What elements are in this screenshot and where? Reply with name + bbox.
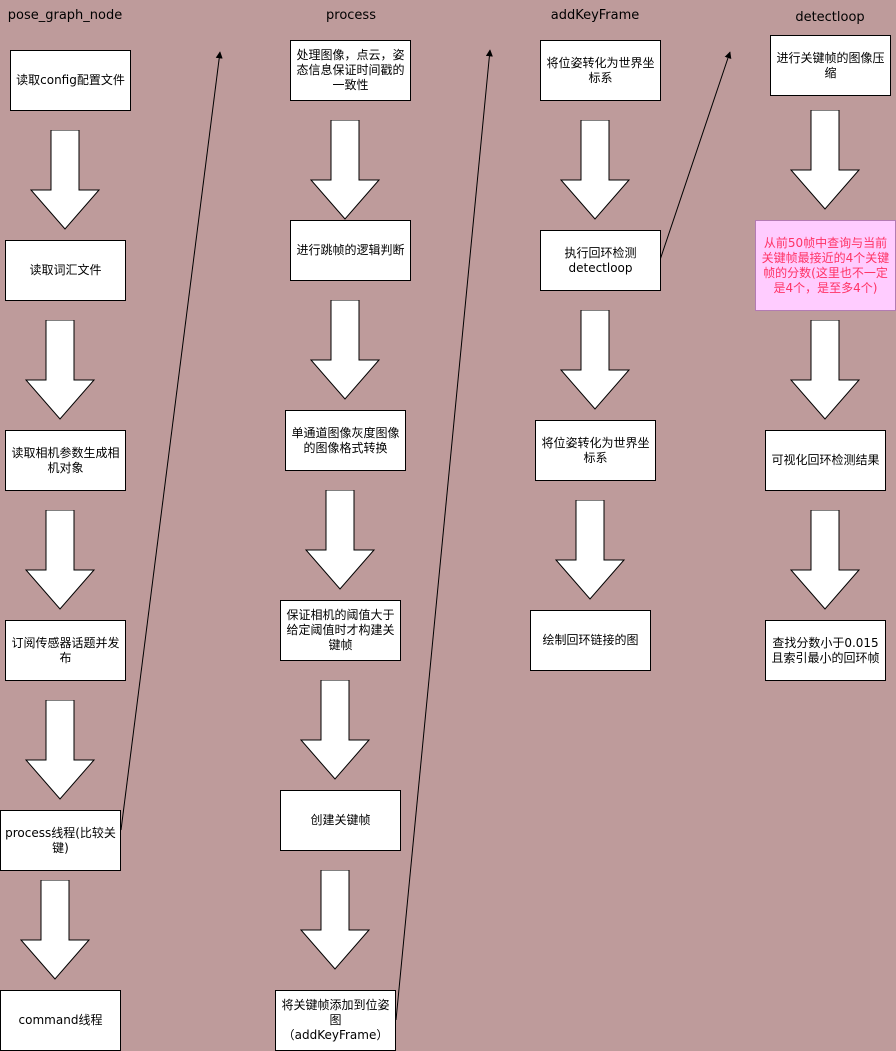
node-pose-to-world-2: 将位姿转化为世界坐标系 xyxy=(535,420,656,481)
node-command-thread: command线程 xyxy=(0,990,121,1051)
down-arrow-icon xyxy=(24,510,96,610)
node-threshold-keyframe: 保证相机的阈值大于给定阈值时才构建关键帧 xyxy=(280,600,401,661)
node-subscribe-topics: 订阅传感器话题并发布 xyxy=(5,620,126,681)
node-compress-images: 进行关键帧的图像压缩 xyxy=(770,35,891,96)
connector-detect-to-detectloop-column xyxy=(659,51,732,261)
down-arrow-icon xyxy=(559,120,631,220)
node-draw-loop: 绘制回环链接的图 xyxy=(530,610,651,671)
node-run-loop-detect: 执行回环检测detectloop xyxy=(540,230,661,291)
node-process-sync: 处理图像，点云，姿态信息保证时间戳的一致性 xyxy=(290,40,411,101)
node-create-keyframe: 创建关键帧 xyxy=(280,790,401,851)
down-arrow-icon xyxy=(299,870,371,970)
column-title-pose-graph-node: pose_graph_node xyxy=(7,8,123,23)
column-title-detectloop: detectloop xyxy=(795,10,865,25)
down-arrow-icon xyxy=(554,500,626,600)
node-query-scores: 从前50帧中查询与当前关键帧最接近的4个关键帧的分数(这里也不一定是4个，是至多… xyxy=(755,220,896,311)
node-process-thread: process线程(比较关键) xyxy=(0,810,121,871)
down-arrow-icon xyxy=(789,320,861,420)
down-arrow-icon xyxy=(309,120,381,220)
node-skip-frame-logic: 进行跳帧的逻辑判断 xyxy=(290,220,411,281)
node-visualize-loop: 可视化回环检测结果 xyxy=(765,430,886,491)
down-arrow-icon xyxy=(19,880,91,980)
column-title-addkeyframe: addKeyFrame xyxy=(550,8,640,23)
down-arrow-icon xyxy=(559,310,631,410)
node-gray-convert: 单通道图像灰度图像的图像格式转换 xyxy=(285,410,406,471)
node-add-keyframe: 将关键帧添加到位姿图（addKeyFrame） xyxy=(275,990,396,1051)
node-read-config: 读取config配置文件 xyxy=(10,50,131,111)
node-read-camera: 读取相机参数生成相机对象 xyxy=(5,430,126,491)
down-arrow-icon xyxy=(29,130,101,230)
node-read-vocab: 读取词汇文件 xyxy=(5,240,126,301)
down-arrow-icon xyxy=(24,700,96,800)
down-arrow-icon xyxy=(304,490,376,590)
down-arrow-icon xyxy=(789,510,861,610)
down-arrow-icon xyxy=(24,320,96,420)
connector-process-to-process-column xyxy=(120,51,223,831)
connector-addkeyframe-to-addkeyframe-column xyxy=(395,49,493,1021)
down-arrow-icon xyxy=(789,110,861,210)
node-find-loop: 查找分数小于0.015且索引最小的回环帧 xyxy=(765,620,886,681)
down-arrow-icon xyxy=(299,680,371,780)
node-pose-to-world-1: 将位姿转化为世界坐标系 xyxy=(540,40,661,101)
column-title-process: process xyxy=(326,8,376,23)
down-arrow-icon xyxy=(309,300,381,400)
